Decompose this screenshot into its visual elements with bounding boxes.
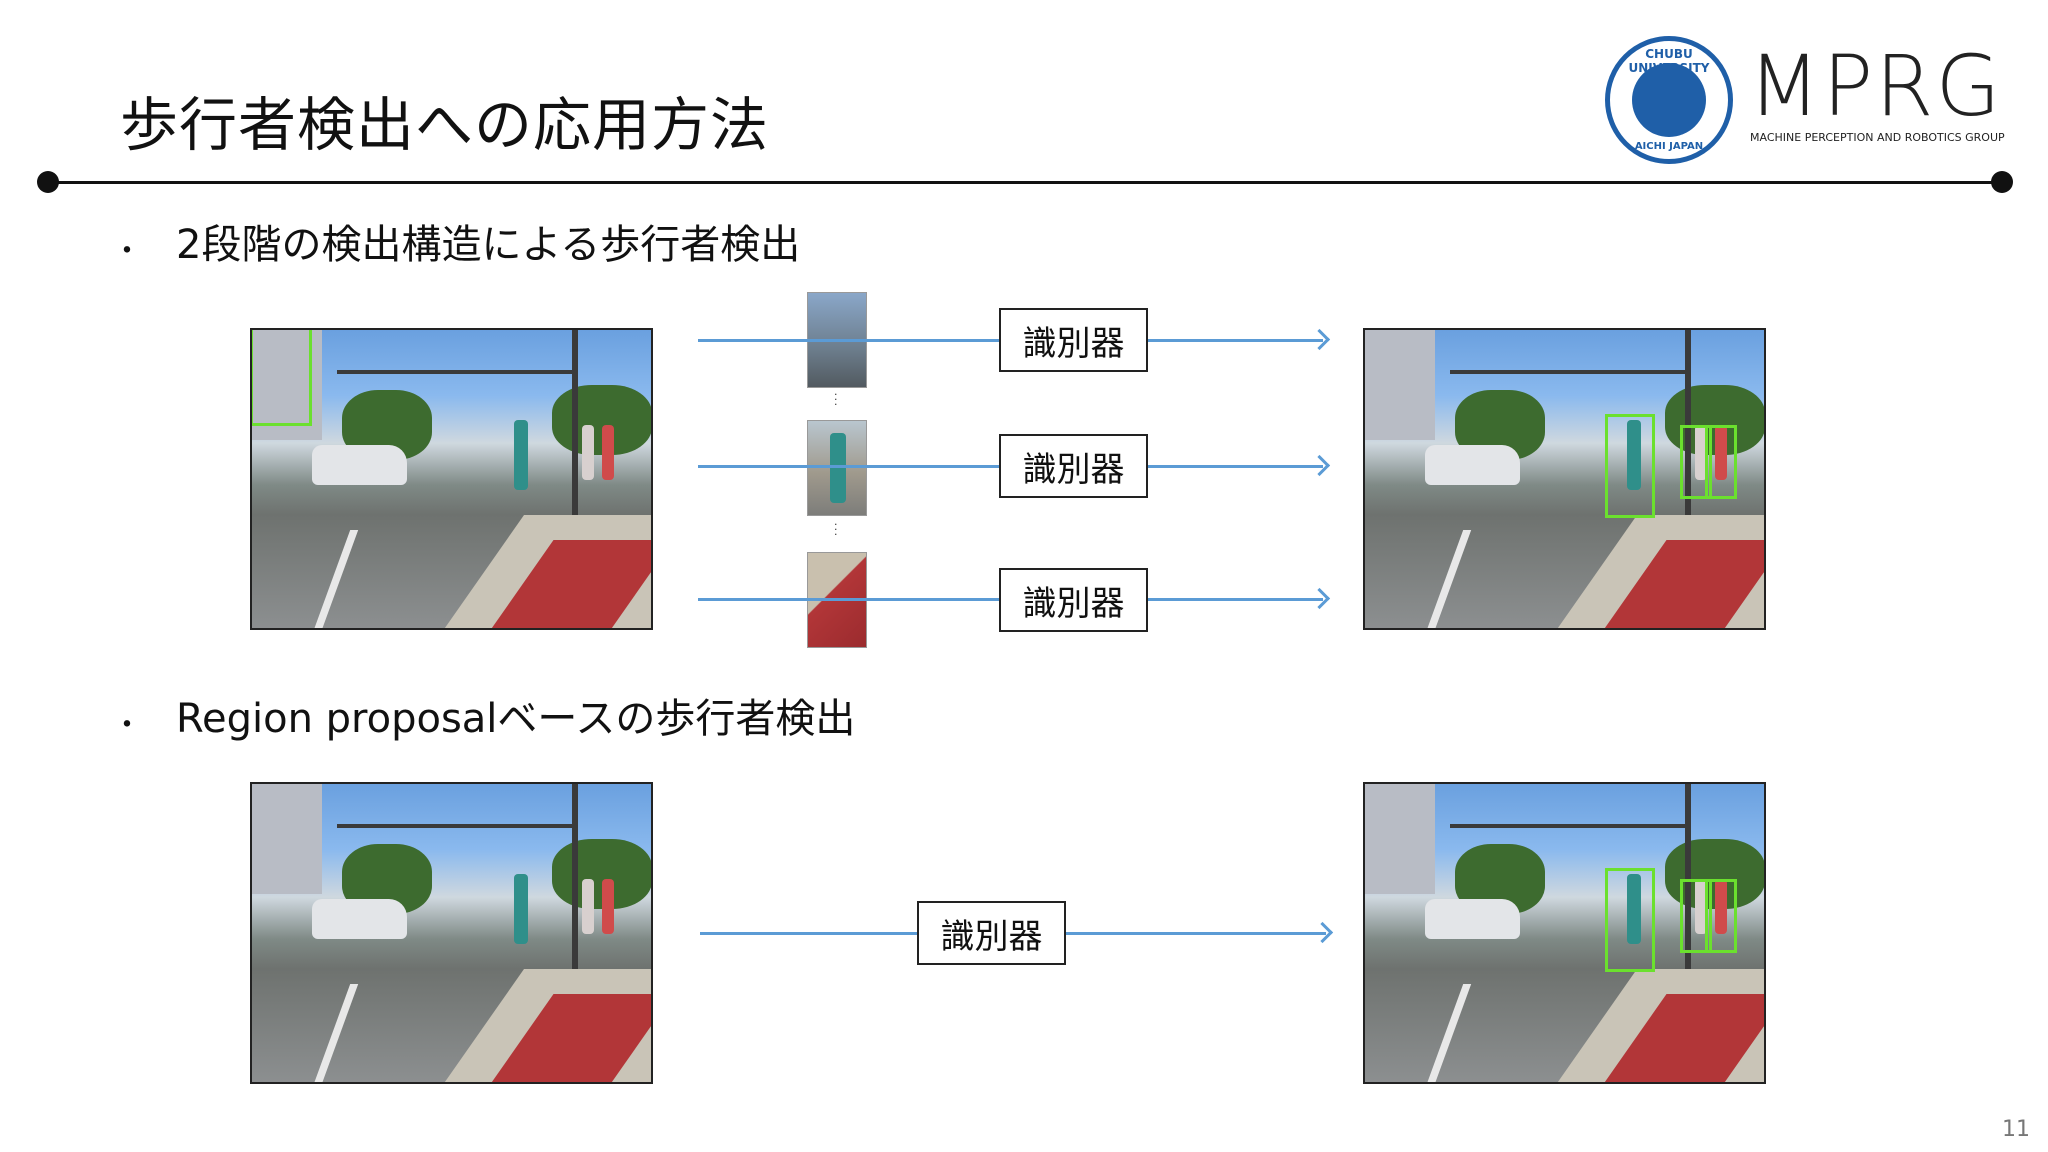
sliding-window-box bbox=[252, 330, 312, 426]
divider-right-dot bbox=[1991, 171, 2013, 193]
classifier-box-1: 識別器 bbox=[999, 308, 1148, 372]
detection-box bbox=[1605, 414, 1655, 518]
mprg-logo: MPRG bbox=[1748, 37, 2003, 135]
slide-title: 歩行者検出への応用方法 bbox=[120, 91, 770, 159]
arrow-to-crop-3 bbox=[698, 598, 1001, 601]
arrow-to-output-4 bbox=[1066, 932, 1326, 935]
title-divider bbox=[48, 181, 2003, 184]
classifier-box-4: 識別器 bbox=[917, 901, 1066, 965]
input-street-image bbox=[250, 328, 653, 630]
arrow-to-classifier bbox=[700, 932, 919, 935]
page-number: 11 bbox=[2002, 1117, 2030, 1142]
ellipsis-marker: ··· bbox=[834, 388, 838, 411]
detection-box bbox=[1680, 425, 1712, 499]
seal-bottom-text: AICHI JAPAN bbox=[1634, 141, 1704, 152]
chubu-university-seal-logo: CHUBU UNIVERSITY AICHI JAPAN bbox=[1605, 36, 1733, 164]
output-detection-image-2 bbox=[1363, 782, 1766, 1084]
classifier-box-2: 識別器 bbox=[999, 434, 1148, 498]
section-heading-region-proposal: Region proposalベースの歩行者検出 bbox=[176, 696, 856, 742]
input-street-image-2 bbox=[250, 782, 653, 1084]
mprg-logo-subtitle: MACHINE PERCEPTION AND ROBOTICS GROUP bbox=[1750, 131, 2005, 144]
section-heading-two-stage: 2段階の検出構造による歩行者検出 bbox=[176, 222, 801, 268]
arrow-to-crop-2 bbox=[698, 465, 1001, 468]
detection-box bbox=[1705, 425, 1737, 499]
classifier-box-3: 識別器 bbox=[999, 568, 1148, 632]
detection-box bbox=[1680, 879, 1712, 953]
detection-box bbox=[1705, 879, 1737, 953]
seal-emblem-icon bbox=[1632, 63, 1706, 137]
output-detection-image bbox=[1363, 328, 1766, 630]
window-crop-2 bbox=[807, 420, 867, 516]
arrow-to-crop-1 bbox=[698, 339, 1001, 342]
bullet-marker: ・ bbox=[112, 234, 142, 269]
bullet-marker: ・ bbox=[112, 708, 142, 743]
divider-left-dot bbox=[37, 171, 59, 193]
ellipsis-marker: ··· bbox=[834, 518, 838, 541]
arrow-to-output-2 bbox=[1148, 465, 1323, 468]
arrow-to-output-3 bbox=[1148, 598, 1323, 601]
detection-box bbox=[1605, 868, 1655, 972]
arrow-to-output-1 bbox=[1148, 339, 1323, 342]
